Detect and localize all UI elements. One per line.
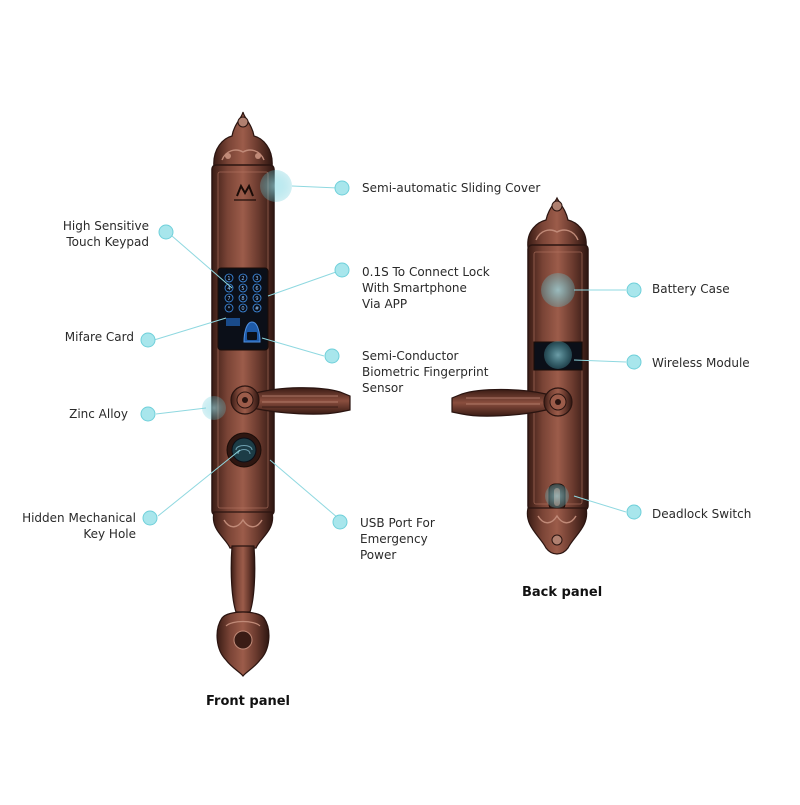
back-bottom-ornament <box>526 507 588 555</box>
back-handle <box>451 387 573 417</box>
keypad-digits: 1 2 3 4 5 6 7 8 9 * 0 # <box>224 273 262 313</box>
touch-keypad-screen: 1 2 3 4 5 6 7 8 9 * 0 # <box>217 267 269 351</box>
label-touch-keypad: High Sensitive Touch Keypad <box>62 219 149 249</box>
keypad-key <box>224 273 234 283</box>
label-wireless-module: Wireless Module <box>652 356 750 370</box>
fingerprint-knob <box>226 432 262 468</box>
leader-wireless-module <box>573 359 627 363</box>
keypad-key <box>252 293 262 303</box>
label-key-hole: Hidden Mechanical Key Hole <box>22 511 136 541</box>
hotspots <box>140 170 642 530</box>
keypad-digit: 9 <box>255 296 258 302</box>
keypad-digit: 8 <box>241 296 244 302</box>
label-fingerprint: Semi-Conductor Biometric Fingerprint Sen… <box>362 349 489 395</box>
glow-zinc-alloy <box>202 396 226 420</box>
back-crown <box>527 196 587 249</box>
back-panel <box>451 196 589 555</box>
keypad-key <box>238 303 248 313</box>
front-grip <box>212 511 274 677</box>
label-usb-port: USB Port For Emergency Power <box>360 516 435 562</box>
keypad-key <box>224 293 234 303</box>
dot-zinc-alloy <box>140 406 156 422</box>
leader-deadlock-switch <box>573 495 627 513</box>
glow-deadlock <box>545 484 569 508</box>
brand-logo <box>234 183 256 201</box>
front-panel-caption: Front panel <box>206 694 290 709</box>
dot-sliding-cover <box>334 180 350 196</box>
leader-usb-port <box>269 459 339 519</box>
label-sliding-cover: Semi-automatic Sliding Cover <box>362 181 541 195</box>
keypad-key <box>224 283 234 293</box>
keypad-digit: 3 <box>255 276 258 282</box>
dot-wireless-module <box>626 354 642 370</box>
keypad-digit: 2 <box>241 276 244 282</box>
label-mifare-card: Mifare Card <box>64 330 134 344</box>
glow-sliding-cover <box>260 170 292 202</box>
dot-usb-port <box>332 514 348 530</box>
keypad-key <box>252 273 262 283</box>
leader-sliding-cover <box>291 185 339 189</box>
glow-battery-case <box>541 273 575 307</box>
keypad-digit: 1 <box>227 276 230 282</box>
leader-zinc-alloy <box>155 407 207 415</box>
glow-wireless-module <box>544 341 572 369</box>
front-crown <box>213 111 273 169</box>
label-battery-case: Battery Case <box>652 282 730 296</box>
keypad-key <box>238 293 248 303</box>
keypad-digit: * <box>228 306 231 312</box>
keypad-digit: 4 <box>227 286 230 292</box>
keypad-digit: 5 <box>241 286 244 292</box>
leader-key-hole <box>157 449 241 517</box>
dot-deadlock-switch <box>626 504 642 520</box>
keypad-digit: 7 <box>227 296 230 302</box>
callouts <box>153 185 627 519</box>
keypad-key <box>224 303 234 313</box>
leader-touch-keypad <box>171 235 233 289</box>
dot-connect-lock <box>334 262 350 278</box>
dot-touch-keypad <box>158 224 174 240</box>
keypad-digit: 6 <box>255 286 258 292</box>
keypad-key <box>252 303 262 313</box>
keypad-key <box>238 273 248 283</box>
dot-fingerprint <box>324 348 340 364</box>
keypad-digit: # <box>255 306 259 312</box>
keypad-key <box>252 283 262 293</box>
back-panel-caption: Back panel <box>522 585 603 600</box>
leader-connect-lock <box>267 271 337 297</box>
keypad-key <box>238 283 248 293</box>
dot-key-hole <box>142 510 158 526</box>
keypad-digit: 0 <box>241 306 244 312</box>
leader-fingerprint <box>261 337 325 357</box>
label-deadlock-switch: Deadlock Switch <box>652 507 752 521</box>
leader-mifare-card <box>153 317 227 341</box>
label-zinc-alloy: Zinc Alloy <box>69 407 128 421</box>
front-panel: 1 2 3 4 5 6 7 8 9 * 0 # <box>211 111 351 677</box>
front-handle <box>230 385 351 415</box>
label-connect-lock: 0.1S To Connect Lock With Smartphone Via… <box>362 265 490 311</box>
dot-mifare-card <box>140 332 156 348</box>
dot-battery-case <box>626 282 642 298</box>
